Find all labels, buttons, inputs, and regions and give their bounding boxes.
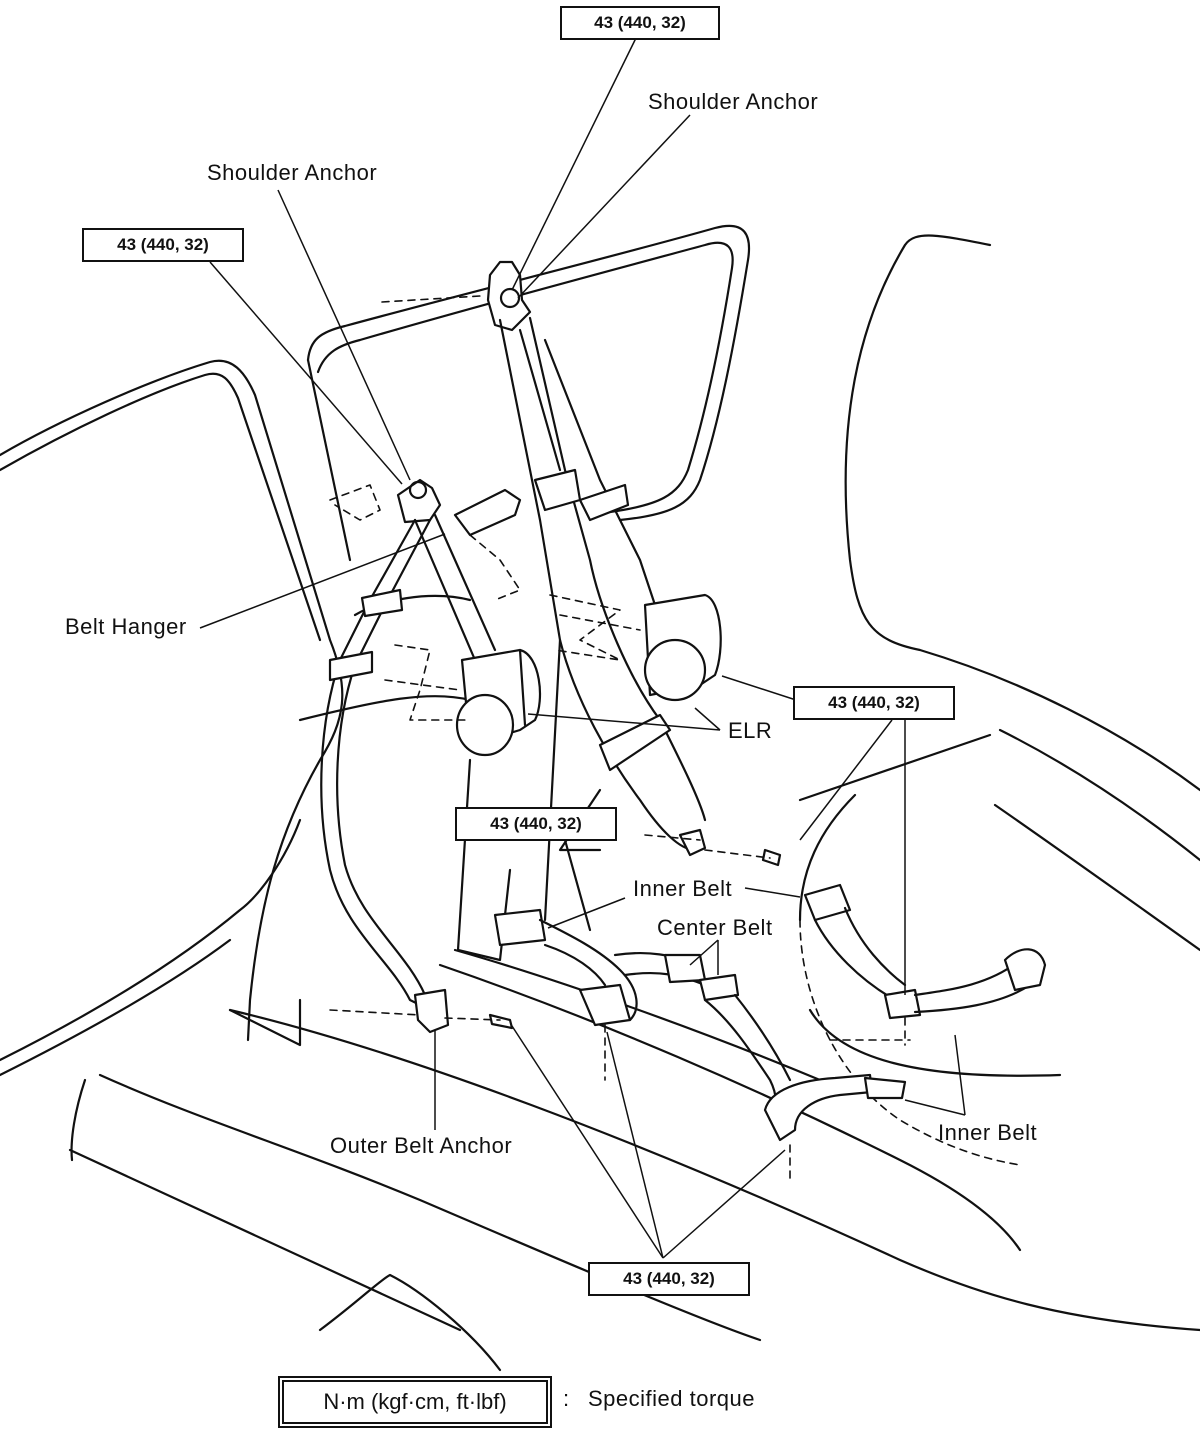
label-inner-belt-top: Inner Belt xyxy=(633,876,733,901)
label-center-belt: Center Belt xyxy=(657,915,773,940)
legend-separator: : xyxy=(563,1386,570,1411)
torque-callout-left: 43 (440, 32) xyxy=(82,228,244,262)
label-elr: ELR xyxy=(728,718,773,743)
left-seat-belt-assembly xyxy=(320,478,542,1034)
legend-description: Specified torque xyxy=(588,1386,755,1411)
label-outer-belt-anchor: Outer Belt Anchor xyxy=(330,1133,513,1158)
right-seat-belt-assembly xyxy=(381,260,782,867)
label-belt-hanger: Belt Hanger xyxy=(65,614,187,639)
torque-callout-top: 43 (440, 32) xyxy=(560,6,720,40)
torque-callout-right: 43 (440, 32) xyxy=(793,686,955,720)
label-shoulder-anchor-left: Shoulder Anchor xyxy=(207,160,378,185)
vehicle-body-outline xyxy=(0,224,1200,1372)
torque-callout-bottom: 43 (440, 32) xyxy=(588,1262,750,1296)
label-shoulder-anchor-right: Shoulder Anchor xyxy=(648,89,819,114)
legend-unit-box: N·m (kgf·cm, ft·lbf) xyxy=(278,1376,552,1428)
leader-lines xyxy=(199,37,966,1259)
torque-callout-middle: 43 (440, 32) xyxy=(455,807,617,841)
center-and-inner-belts xyxy=(493,883,1047,1181)
label-inner-belt-right: Inner Belt xyxy=(938,1120,1038,1145)
